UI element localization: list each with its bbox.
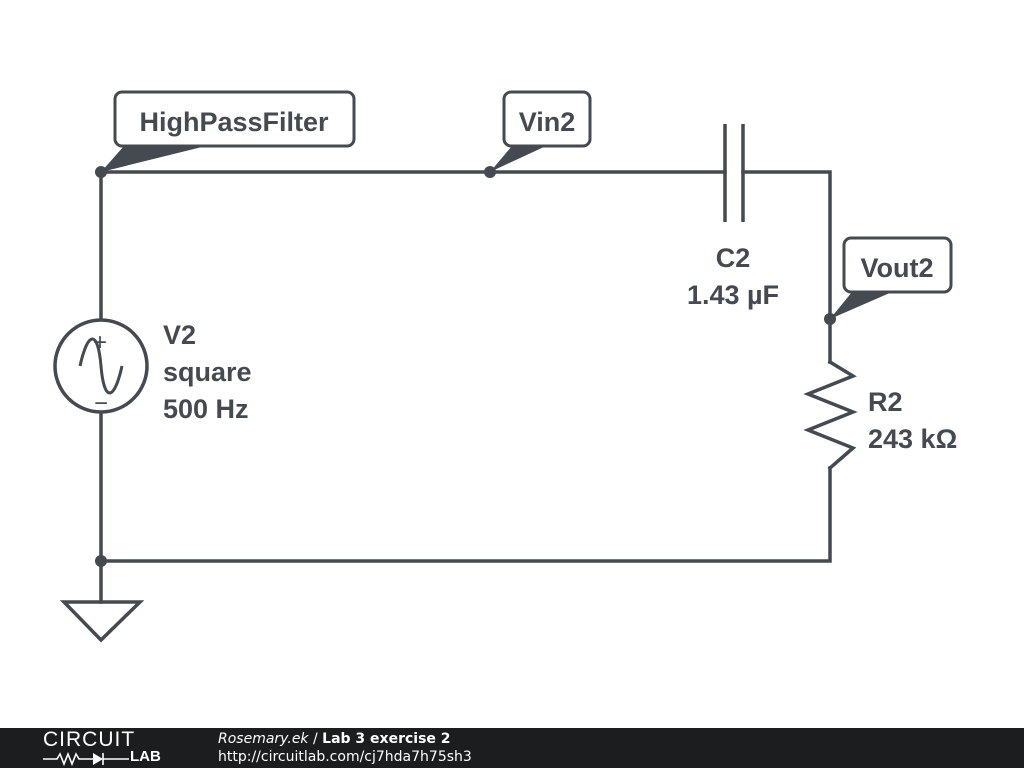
resistor-name: R2 bbox=[868, 387, 903, 417]
voltage-source-symbol[interactable]: + − bbox=[53, 318, 149, 417]
net-label-vout-text: Vout2 bbox=[861, 253, 934, 283]
resistor-value: 243 kΩ bbox=[868, 424, 957, 454]
source-plus-sign: + bbox=[93, 329, 107, 356]
capacitor-symbol[interactable] bbox=[723, 124, 745, 222]
logo-top-text: CIRCUIT bbox=[43, 728, 136, 751]
footer-author[interactable]: Rosemary.ek bbox=[218, 731, 309, 747]
logo-wave-icon bbox=[43, 751, 129, 766]
footer-bar: CIRCUIT LAB Rosemary.ek / Lab 3 exercise… bbox=[0, 728, 1024, 768]
source-waveform: square bbox=[163, 357, 252, 387]
capacitor-labels: C2 1.43 µF bbox=[687, 243, 779, 310]
capacitor-value: 1.43 µF bbox=[687, 280, 779, 310]
footer-url[interactable]: http://circuitlab.com/cj7hda7h75sh3 bbox=[218, 749, 472, 765]
node-ground bbox=[95, 555, 107, 567]
net-label-vout[interactable]: Vout2 bbox=[830, 236, 953, 319]
footer-separator: / bbox=[308, 731, 323, 747]
net-label-vin-text: Vin2 bbox=[519, 107, 576, 137]
net-label-highpass[interactable]: HighPassFilter bbox=[101, 90, 356, 172]
footer-credits: Rosemary.ek / Lab 3 exercise 2 http://ci… bbox=[218, 730, 472, 766]
resistor-symbol[interactable] bbox=[803, 359, 858, 471]
schematic-canvas: + − HighPassFilter Vin2 Vout2 V2 square … bbox=[53, 90, 957, 643]
source-labels: V2 square 500 Hz bbox=[163, 320, 252, 424]
footer-byline: Rosemary.ek / Lab 3 exercise 2 bbox=[218, 730, 472, 748]
ground-symbol[interactable] bbox=[59, 600, 145, 643]
source-name: V2 bbox=[163, 320, 196, 350]
net-label-vin[interactable]: Vin2 bbox=[490, 90, 592, 172]
capacitor-name: C2 bbox=[716, 243, 751, 273]
circuitlab-logo[interactable]: CIRCUIT LAB bbox=[40, 728, 180, 768]
wire-top-right bbox=[741, 170, 832, 364]
wires bbox=[99, 170, 832, 604]
footer-title[interactable]: Lab 3 exercise 2 bbox=[322, 731, 451, 747]
resistor-labels: R2 243 kΩ bbox=[868, 387, 957, 454]
wire-right-lower bbox=[99, 410, 832, 563]
net-label-highpass-text: HighPassFilter bbox=[139, 107, 329, 137]
logo-bottom-text: LAB bbox=[130, 748, 161, 765]
source-frequency: 500 Hz bbox=[163, 394, 249, 424]
source-minus-sign: − bbox=[94, 390, 108, 417]
